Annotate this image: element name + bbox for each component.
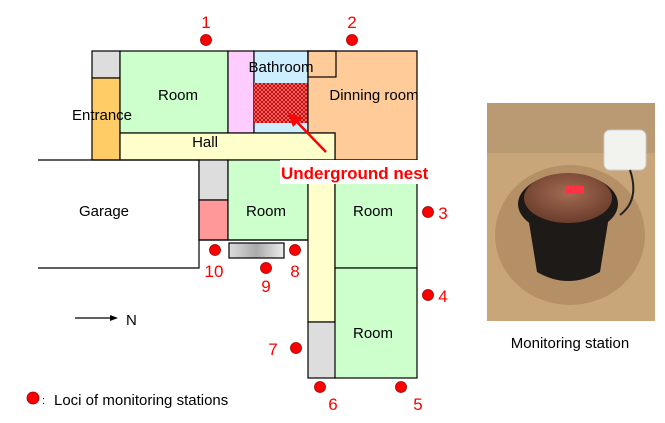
svg-text:5: 5 [413,395,422,414]
svg-text:1: 1 [201,13,210,32]
svg-text:4: 4 [438,287,447,306]
stone-step [228,242,285,259]
room-top-label: Room [158,87,198,104]
garage-label: Garage [79,203,129,220]
monitoring-station-photo [487,103,655,321]
dining-alcove [307,50,337,78]
north-label: N [126,312,137,329]
room-bottom-label: Room [353,325,393,342]
legend-separator: : [42,395,45,407]
svg-text:8: 8 [290,262,299,281]
entrance-label: Entrance [72,107,132,124]
station-2: 2 [346,13,358,46]
room-middle-label: Room [246,203,286,220]
utility-pink [198,199,229,241]
dining-room-label: Dinning room [329,87,418,104]
room-right-label: Room [353,203,393,220]
legend-dot-icon [26,391,40,405]
photo-caption: Monitoring station [511,335,629,352]
svg-text:7: 7 [268,340,277,359]
nest-arrow-head [288,113,302,127]
underground-nest-area [254,83,308,123]
station-7: 7 [268,340,302,359]
hall-area [119,132,336,161]
station-4: 4 [422,287,448,306]
corridor-area [307,159,336,323]
storage-gray-top [91,50,121,79]
svg-text:6: 6 [328,395,337,414]
svg-text:2: 2 [347,13,356,32]
svg-text:3: 3 [438,204,447,223]
hall-label: Hall [192,134,218,151]
room-top-area [119,50,229,134]
station-3: 3 [422,204,448,223]
storage-gray-bottom [307,321,337,379]
station-9: 9 [260,262,272,296]
nest-arrow [294,119,327,153]
underground-nest-label: Underground nest [281,164,429,183]
entrance-area [91,77,121,161]
station-8: 8 [289,244,301,281]
bathroom-label: Bathroom [248,59,313,76]
svg-text:9: 9 [261,277,270,296]
svg-text:10: 10 [205,262,224,281]
storage-gray-middle [198,159,229,201]
room-bottom-area [334,267,418,379]
station-1: 1 [200,13,212,46]
station-5: 5 [395,381,423,414]
legend-text: Loci of monitoring stations [54,392,228,409]
station-10: 10 [205,244,224,281]
station-6: 6 [314,381,338,414]
